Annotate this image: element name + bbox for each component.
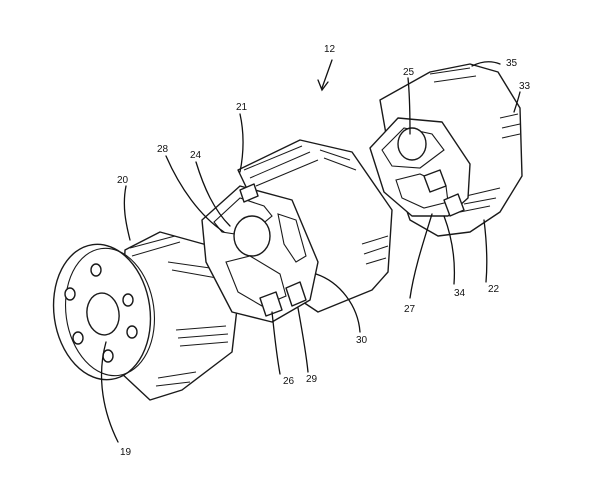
end-cap-fins	[429, 67, 521, 213]
ref-20-label: 20	[117, 175, 129, 186]
ref-35-label: 35	[506, 58, 518, 69]
ref-24-label: 24	[190, 150, 202, 161]
flange-bore	[86, 292, 120, 336]
middle-housing-part	[201, 139, 393, 323]
housing-top-fins	[243, 145, 389, 265]
ref-19-label: 19	[120, 447, 132, 458]
flange-disk-rim	[64, 247, 156, 377]
ref-25-label: 25	[403, 67, 415, 78]
end-cap-tabs	[423, 169, 465, 217]
end-cap-part	[369, 63, 523, 237]
housing-face-slot-upper	[213, 197, 273, 237]
ref-30-label: 30	[356, 335, 368, 346]
arrow-12-head-icon	[317, 79, 329, 92]
ref-22-label: 22	[488, 284, 500, 295]
end-cap-front-face	[369, 117, 471, 217]
end-cap-center-bore	[397, 127, 427, 161]
ref-12-label: 12	[324, 44, 336, 55]
end-cap-face-slot	[381, 127, 445, 169]
housing-face-slot-lower	[225, 255, 287, 307]
flange-body	[119, 231, 239, 401]
housing-center-bore	[233, 215, 271, 257]
housing-tabs	[239, 183, 307, 317]
ref-26-label: 26	[283, 376, 295, 387]
flange-bolt-holes	[64, 263, 138, 363]
leader-lines	[100, 59, 521, 443]
ref-21-label: 21	[236, 102, 248, 113]
housing-face-slot-side	[277, 213, 307, 263]
arrow-12-icon	[321, 59, 333, 89]
ref-29-label: 29	[306, 374, 318, 385]
ref-28-label: 28	[157, 144, 169, 155]
reference-numerals: 12 20 21 28 24 25 35 33 19 26 29 30 27 3…	[117, 44, 531, 458]
flange-part	[52, 231, 239, 401]
ref-27-label: 27	[404, 304, 416, 315]
ref-34-label: 34	[454, 288, 466, 299]
ref-33-label: 33	[519, 81, 531, 92]
housing-back-body	[237, 139, 393, 313]
